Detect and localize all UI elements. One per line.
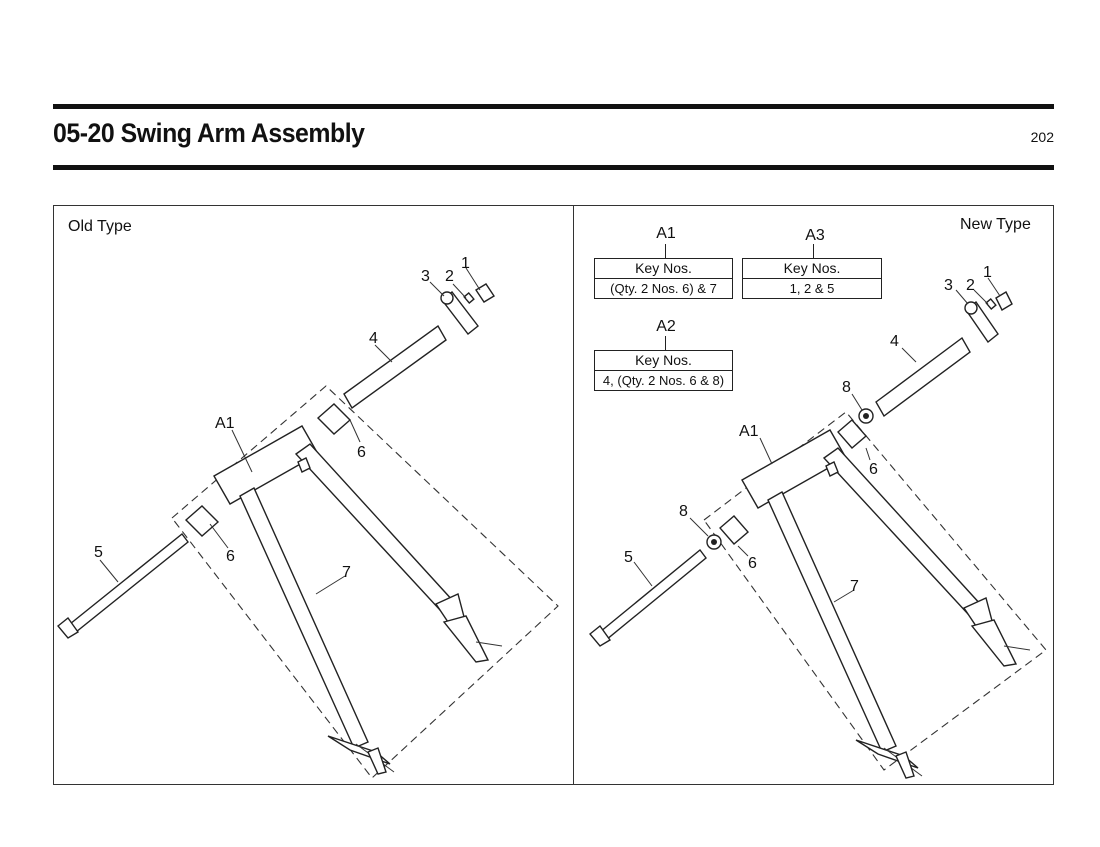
new-callout-6-upper: 6 (869, 461, 878, 478)
old-part-3-bracket-eye (440, 291, 454, 305)
old-callout-6-upper: 6 (357, 444, 366, 461)
header-top-rule (53, 104, 1054, 109)
new-part-8-seal-lower-core (711, 539, 717, 545)
new-type-assembly: 3 2 1 4 8 A1 6 8 6 5 7 (589, 264, 1047, 779)
new-callout-8-lower: 8 (679, 503, 688, 520)
old-callout-7: 7 (342, 564, 351, 581)
old-a1-dashed-outline (171, 385, 559, 779)
new-callout-6-lower: 6 (748, 555, 757, 572)
old-part-2-washer (463, 292, 475, 304)
page-title: 05-20 Swing Arm Assembly (53, 118, 365, 148)
old-callout-5: 5 (94, 544, 103, 561)
new-part-5-axle (599, 548, 707, 642)
key-box-a3-header: Key Nos. (743, 259, 881, 279)
old-part-5-axle-head (57, 616, 80, 639)
new-part-3-bracket-eye (964, 301, 978, 315)
key-box-a1-header: Key Nos. (595, 259, 732, 279)
key-box-a1-stem (665, 244, 666, 258)
new-part-6-bushing-upper (837, 419, 867, 449)
new-part-4-pivot-tube (875, 336, 971, 418)
old-type-title: Old Type (68, 218, 132, 235)
key-box-a3-stem (813, 244, 814, 258)
old-callout-6-lower: 6 (226, 548, 235, 565)
new-part-2-washer (985, 298, 997, 310)
new-callout-8-upper: 8 (842, 379, 851, 396)
new-callout-5: 5 (624, 549, 633, 566)
header-bottom-rule (53, 165, 1054, 170)
key-box-a1-id: A1 (656, 225, 676, 242)
key-box-a1: Key Nos. (Qty. 2 Nos. 6) & 7 (594, 258, 733, 299)
key-box-a1-value: (Qty. 2 Nos. 6) & 7 (610, 281, 717, 296)
old-part-4-pivot-tube (343, 324, 447, 410)
old-callout-1: 1 (461, 255, 470, 272)
diagram-frame (53, 205, 1054, 785)
key-box-a2-id: A2 (656, 318, 676, 335)
key-box-a2-stem (665, 336, 666, 350)
panel-divider (573, 205, 574, 785)
new-part-5-axle-head (589, 624, 612, 647)
new-callout-3: 3 (944, 277, 953, 294)
key-box-a2-value: 4, (Qty. 2 Nos. 6 & 8) (602, 373, 725, 388)
page-number: 202 (1030, 129, 1054, 145)
new-callout-1: 1 (983, 264, 992, 281)
new-part-6-bushing-lower (719, 515, 749, 545)
new-part-1-nut (995, 291, 1013, 311)
key-box-a3-id: A3 (805, 227, 825, 244)
old-swing-arm-frame (213, 425, 503, 775)
old-callout-2: 2 (445, 268, 454, 285)
old-part-5-axle (69, 533, 189, 633)
old-callout-3: 3 (421, 268, 430, 285)
key-box-a2: Key Nos. 4, (Qty. 2 Nos. 6 & 8) (594, 350, 733, 391)
old-part-6-bushing-upper (316, 403, 352, 435)
old-callout-a1: A1 (215, 415, 235, 432)
new-part-8-seal-upper-core (863, 413, 869, 419)
new-callout-a1: A1 (739, 423, 759, 440)
new-type-title: New Type (960, 216, 1031, 233)
new-callout-7: 7 (850, 578, 859, 595)
old-type-assembly: 3 2 1 4 A1 6 6 5 7 (57, 255, 559, 779)
old-part-6-bushing-lower (184, 505, 220, 537)
old-part-1-nut (475, 283, 495, 303)
key-box-a3-value: 1, 2 & 5 (789, 281, 835, 296)
new-callout-2: 2 (966, 277, 975, 294)
key-box-a2-header: Key Nos. (595, 351, 732, 371)
new-swing-arm-frame (741, 429, 1031, 779)
key-box-a3: Key Nos. 1, 2 & 5 (742, 258, 882, 299)
old-callout-4: 4 (369, 330, 378, 347)
new-callout-4: 4 (890, 333, 899, 350)
